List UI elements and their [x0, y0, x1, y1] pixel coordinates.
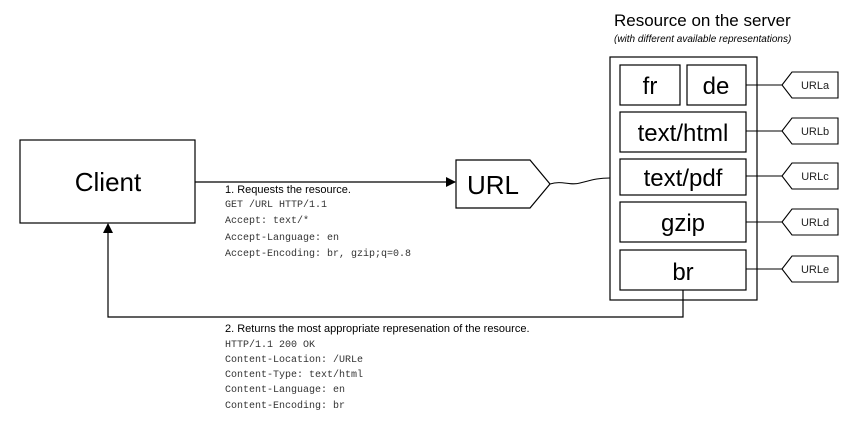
- server-title: Resource on the server: [614, 11, 791, 30]
- url-tag-d: URLd: [746, 208, 839, 236]
- svg-text:URLa: URLa: [801, 80, 830, 92]
- svg-text:br: br: [672, 259, 693, 286]
- response-arrow: [103, 223, 684, 318]
- representation-de: de: [686, 64, 747, 106]
- request-line: Accept: text/*: [225, 215, 309, 227]
- svg-text:gzip: gzip: [661, 210, 705, 237]
- url-node: URL: [455, 159, 551, 209]
- url-tag-b: URLb: [746, 117, 839, 145]
- request-caption: 1. Requests the resource.: [225, 184, 351, 196]
- request-line: GET /URL HTTP/1.1: [225, 199, 327, 211]
- response-line: Content-Type: text/html: [225, 369, 363, 381]
- response-line: Content-Encoding: br: [225, 400, 345, 412]
- client-box: Client: [19, 139, 196, 224]
- server-subtitle: (with different available representation…: [614, 34, 791, 45]
- url-node-label: URL: [467, 170, 519, 200]
- representation-gzip: gzip: [619, 201, 747, 243]
- response-caption: 2. Returns the most appropriate represen…: [225, 323, 530, 335]
- url-tag-c: URLc: [746, 162, 839, 190]
- response-line: Content-Language: en: [225, 385, 345, 396]
- request-line: Accept-Encoding: br, gzip;q=0.8: [225, 248, 411, 260]
- client-label: Client: [75, 167, 142, 197]
- response-line: HTTP/1.1 200 OK: [225, 339, 315, 351]
- response-line: Content-Location: /URLe: [225, 354, 363, 366]
- representation-text-pdf: text/pdf: [619, 158, 747, 196]
- svg-text:URLb: URLb: [801, 126, 829, 138]
- representation-br: br: [619, 249, 747, 291]
- svg-text:URLc: URLc: [801, 171, 829, 183]
- representation-fr: fr: [619, 64, 681, 106]
- svg-text:URLe: URLe: [801, 264, 829, 276]
- svg-text:text/pdf: text/pdf: [644, 165, 723, 192]
- svg-text:URLd: URLd: [801, 217, 829, 229]
- url-tag-e: URLe: [746, 255, 839, 283]
- url-tag-a: URLa: [746, 71, 839, 99]
- url-server-connector: [549, 177, 611, 185]
- svg-text:fr: fr: [643, 73, 658, 100]
- svg-text:de: de: [703, 73, 730, 100]
- representation-text-html: text/html: [619, 111, 747, 153]
- svg-text:text/html: text/html: [638, 120, 729, 147]
- request-line: Accept-Language: en: [225, 233, 339, 244]
